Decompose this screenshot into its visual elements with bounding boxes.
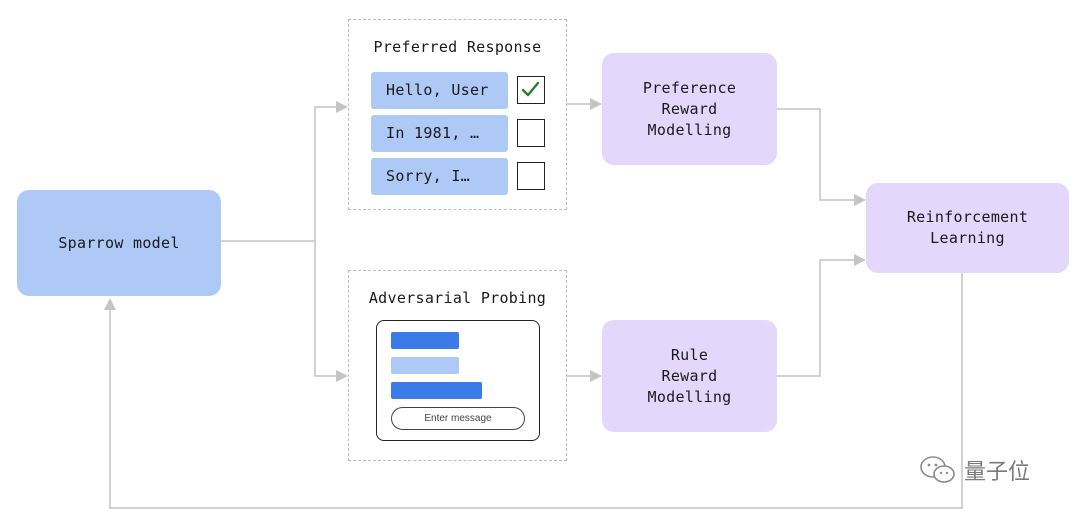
sparrow-model-label: Sparrow model [58, 233, 180, 252]
preference-reward-modelling-node: Preference Reward Modelling [602, 53, 777, 165]
rule-reward-modelling-node: Rule Reward Modelling [602, 320, 777, 432]
adversarial-probing-title: Adversarial Probing [368, 289, 547, 307]
wechat-icon [920, 456, 955, 483]
response-checkbox-1 [517, 76, 545, 104]
sparrow-model-node: Sparrow model [17, 190, 221, 296]
preferred-response-group: Preferred Response [348, 19, 567, 210]
rule-reward-modelling-label: Rule Reward Modelling [647, 345, 732, 406]
arrow-sparrow-to-preferred [221, 101, 348, 242]
reinforcement-learning-node: Reinforcement Learning [866, 183, 1069, 273]
watermark: 量子位 [918, 452, 1030, 488]
check-icon [521, 81, 540, 97]
adversarial-probing-group: Adversarial Probing [348, 270, 567, 461]
watermark-text: 量子位 [964, 460, 1031, 485]
reinforcement-learning-label: Reinforcement Learning [906, 208, 1029, 247]
arrow-rule-reward-to-rl [777, 254, 866, 377]
response-checkbox-3 [517, 162, 545, 190]
chat-bubble-dark-2 [391, 382, 482, 399]
response-option-3: Sorry, I… [371, 158, 508, 195]
response-option-2: In 1981, … [371, 115, 508, 152]
preferred-response-title: Preferred Response [373, 38, 542, 56]
chat-bubble-light [391, 357, 459, 374]
arrow-sparrow-to-adversarial [314, 241, 348, 382]
preference-reward-modelling-label: Preference Reward Modelling [642, 78, 737, 139]
arrow-pref-reward-to-rl [777, 108, 866, 206]
chat-bubble-dark-1 [391, 332, 459, 349]
enter-message-field: Enter message [391, 407, 525, 430]
response-option-1: Hello, User [371, 72, 508, 109]
response-checkbox-2 [517, 119, 545, 147]
arrow-rl-to-sparrow [104, 273, 963, 509]
